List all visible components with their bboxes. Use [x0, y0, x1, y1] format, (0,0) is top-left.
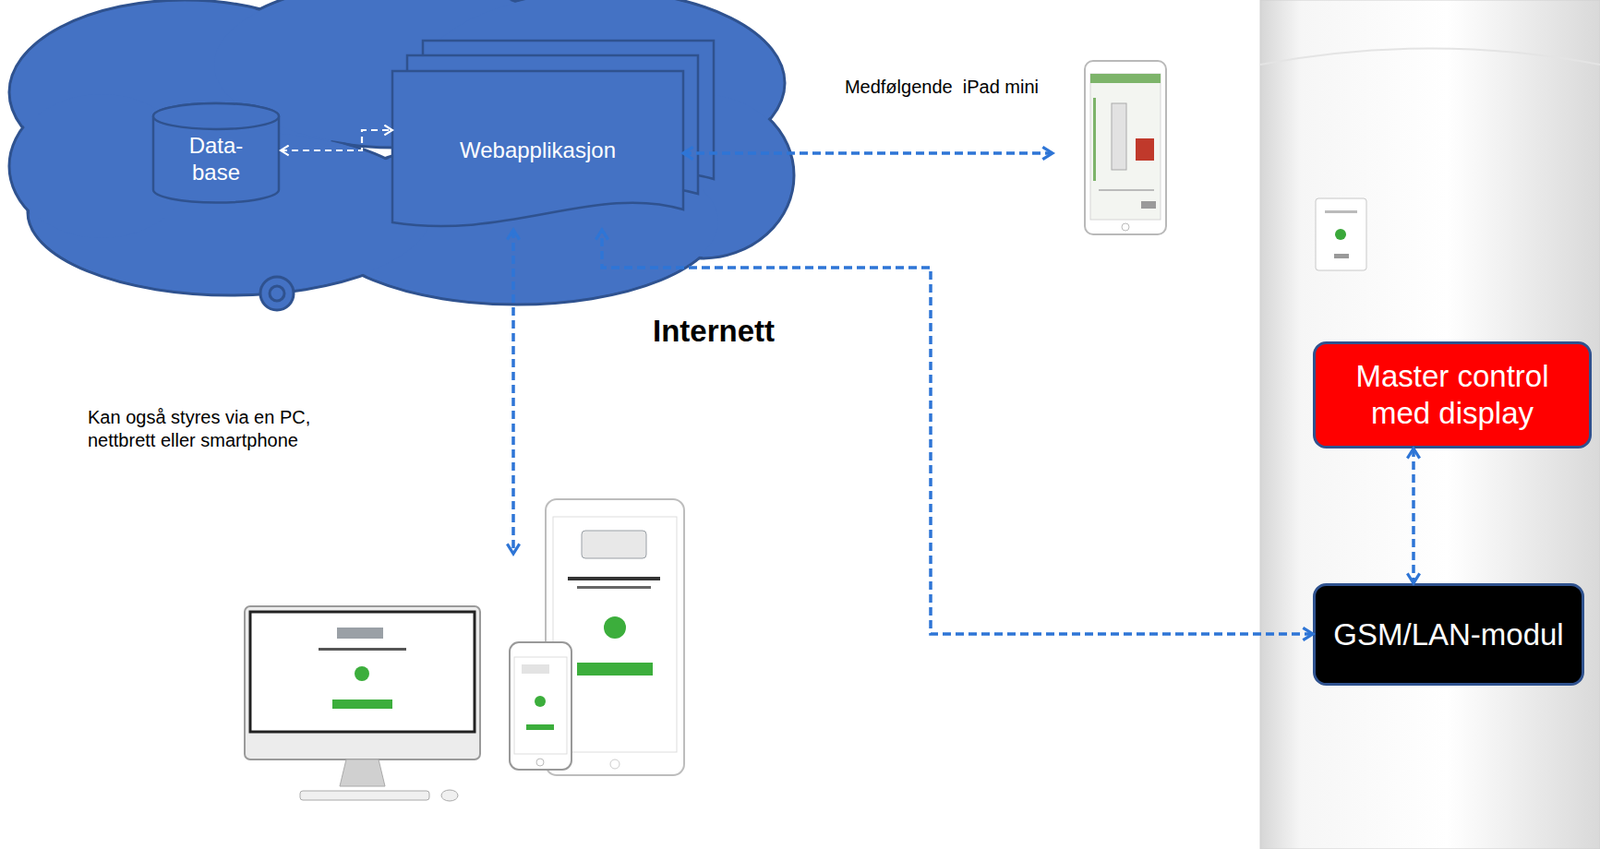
panel-mark: [1324, 210, 1358, 214]
graphic-part: [610, 759, 620, 770]
graphic-part: [577, 586, 651, 590]
cloud: [9, 0, 794, 311]
graphic-part: [1098, 189, 1155, 192]
graphic-part: [1090, 73, 1161, 220]
node-label: Webapplikasjon: [450, 137, 626, 165]
dashed-connector: [511, 229, 516, 554]
webapp-document: Webapplikasjon: [392, 71, 684, 230]
graphic-part: [392, 71, 684, 227]
graphic-part: [577, 662, 653, 676]
cloud-bubble: [269, 286, 285, 301]
cabinet-body: [1260, 0, 1600, 849]
graphic-part: [1084, 60, 1167, 235]
graphic-part: [153, 103, 279, 130]
panel-logo: [1334, 253, 1349, 259]
dashed-connector: [601, 229, 1313, 635]
graphic-part: [1093, 97, 1096, 181]
graphic-part: [581, 530, 647, 559]
graphic-part: [603, 616, 626, 639]
device-caption: Medfølgende iPad mini: [780, 75, 1039, 99]
graphic-part: [536, 758, 544, 767]
graphic-part: [300, 791, 430, 801]
graphic-part: [1111, 103, 1127, 170]
graphic-part: [244, 606, 481, 760]
database-cylinder: Data- base: [151, 103, 281, 204]
graphic-part: [1314, 585, 1584, 686]
dashed-connector: [280, 130, 393, 151]
graphic-part: [336, 627, 384, 639]
graphic-part: [250, 612, 475, 733]
graphic-part: [567, 577, 661, 581]
graphic-part: [441, 790, 458, 802]
network-label: Internett: [652, 313, 775, 349]
graphic-part: [1121, 223, 1130, 231]
graphic-part: [1135, 138, 1155, 161]
dashed-connector: [1411, 448, 1416, 584]
graphic-part: [1090, 73, 1161, 84]
graphic-part: [1314, 343, 1591, 448]
cabinet: [1260, 0, 1600, 849]
cloud-outline: [9, 0, 794, 305]
client-devices-shape: [244, 553, 688, 808]
control-box-shape: [1312, 341, 1592, 449]
graphic-part: [339, 759, 385, 787]
dashed-connector: [683, 151, 1053, 156]
control-panel: [1315, 198, 1367, 271]
graphic-part: [521, 664, 550, 674]
graphic-part: [526, 724, 554, 731]
node-label: GSM/LAN-modul: [1323, 616, 1573, 654]
graphic-part: [1141, 201, 1156, 209]
graphic-part: [509, 642, 572, 770]
graphic-part: [514, 657, 567, 755]
client-devices: Kan også styres via en PC, nettbrett ell…: [244, 553, 688, 808]
graphic-part: [153, 103, 279, 204]
device-caption: Kan også styres via en PC, nettbrett ell…: [87, 406, 356, 453]
ipad-device: Medfølgende iPad mini: [1052, 60, 1168, 237]
node-label: Master control med display: [1312, 358, 1592, 432]
control-box: Master control med display: [1312, 341, 1592, 449]
graphic-part: [534, 696, 546, 708]
node-label: Data- base: [180, 132, 253, 187]
cloud-bubble: [260, 276, 294, 311]
cabinet-edge: [1260, 48, 1600, 66]
ipad-device-shape: [1052, 60, 1168, 237]
graphic-part: [318, 648, 407, 651]
graphic-part: [332, 699, 393, 710]
status-led: [1335, 228, 1347, 241]
cloud-fill: [11, 0, 793, 303]
graphic-part: [354, 666, 370, 682]
module-box: GSM/LAN-modul: [1312, 583, 1585, 686]
